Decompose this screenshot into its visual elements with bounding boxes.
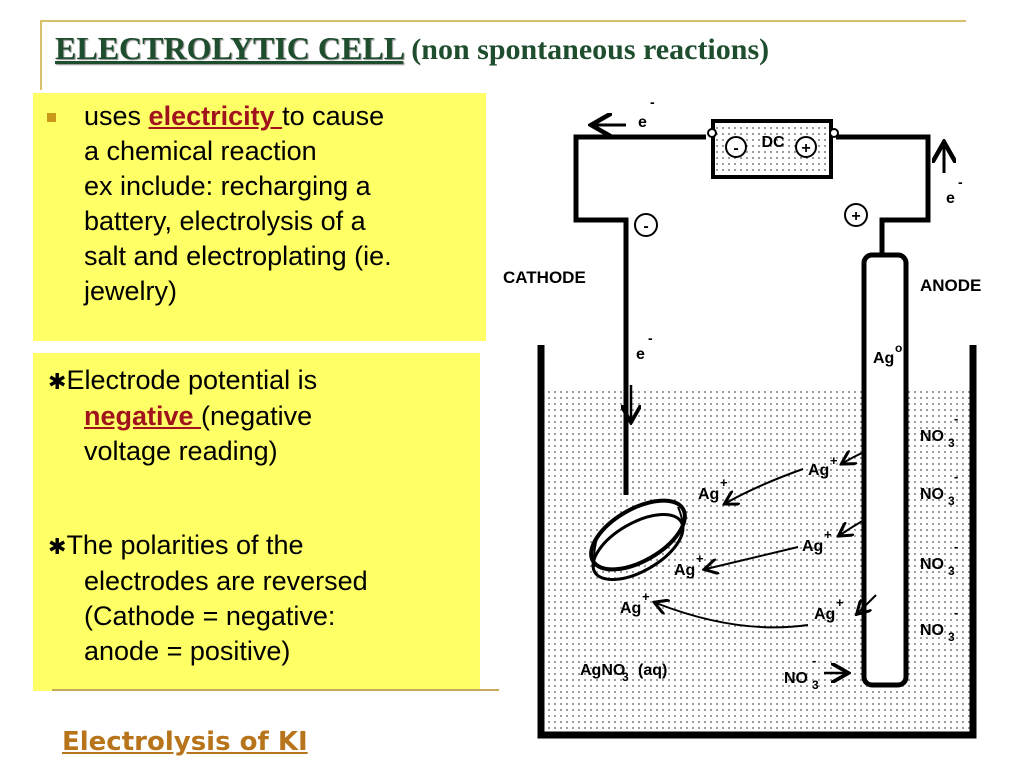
nitrate-subscript: 3 [948,436,955,450]
def-line: jewelry) [84,276,178,306]
cathode-wire [573,134,706,495]
ion-charge: + [696,551,704,566]
nitrate-charge: - [954,539,958,554]
silver-ion-label: Ag [802,538,823,555]
nitrate-charge: - [954,605,958,620]
keyword-electricity: electricity [148,101,283,131]
ion-charge: + [720,475,728,490]
cathode-sign: - [643,218,648,235]
nitrate-charge: - [954,469,958,484]
ion-charge: + [836,595,844,610]
asterisk-bullet-icon: ✱ [48,534,67,559]
ion-arrow-icon [843,452,865,463]
electrolysis-ki-link[interactable]: Electrolysis of KI [62,727,308,757]
ion-arrow-icon [706,546,799,569]
terminal [707,128,717,138]
def-line1-post: to cause [282,101,385,131]
electrolytic-cell-diagram: - DC + e - e - - + CATHODE ANODE e - Ag … [503,95,981,739]
silver-ion-label: Ag [698,486,719,503]
ion-arrow-icon [858,594,877,613]
nitrate-subscript: 3 [948,630,955,644]
ion-charge: + [642,589,650,604]
nitrate-charge: - [812,653,816,668]
electron-label: e [638,114,647,131]
electron-charge: - [650,95,655,110]
electron-label: e [946,190,955,207]
definition-text: uses electricity to cause a chemical rea… [84,99,392,309]
definition-box [33,93,486,341]
nitrate-label: NO [920,486,944,503]
title-main: ELECTROLYTIC CELL [55,30,404,66]
ion-arrow-icon [656,603,809,629]
beaker [537,345,977,739]
def-line: battery, electrolysis of a [84,206,366,236]
solution-label: AgNO [580,662,625,679]
polarity-line: electrodes are reversed [84,566,368,596]
keyword-negative: negative [84,401,202,431]
electron-label: e [636,346,645,363]
dc-plus-label: + [801,140,810,157]
nitrate-label: NO [784,670,808,687]
dc-label: DC [761,134,785,151]
nitrate-label: NO [920,622,944,639]
title-rule-top [40,20,966,22]
potential-line2-post: (negative [201,401,313,431]
property-polarity: ✱The polarities of the electrodes are re… [48,528,368,669]
ion-charge: + [824,527,832,542]
property-potential: ✱Electrode potential is negative (negati… [48,363,317,469]
box-underline [52,689,499,691]
nitrate-charge: - [954,411,958,426]
electron-charge: - [648,330,653,346]
silver-ion-label: Ag [808,462,829,479]
nitrate-subscript: 3 [948,564,955,578]
polarity-line: anode = positive) [84,636,291,666]
potential-line1: Electrode potential is [66,365,318,395]
silver-metal-label: Ag [873,350,894,367]
slide-title: ELECTROLYTIC CELL (non spontaneous react… [55,30,769,67]
ion-arrow-icon [840,519,865,535]
anode-label: ANODE [920,276,981,295]
def-line1-pre: uses [84,101,149,131]
ion-arrow-icon [726,468,804,503]
silver-oxidation-state: o [895,341,902,355]
def-line: a chemical reaction [84,136,317,166]
square-bullet-icon [47,113,56,122]
positive-terminal-icon [795,136,817,158]
nitrate-label: NO [920,556,944,573]
cathode-negative-icon [634,213,658,237]
potential-line3: voltage reading) [84,436,278,466]
silver-ion-label: Ag [674,562,695,579]
silver-ion-label: Ag [620,600,641,617]
ion-charge: + [830,453,838,468]
def-line: salt and electroplating (ie. [84,241,392,271]
anode-wire [836,134,931,255]
title-subtitle: (non spontaneous reactions) [411,33,770,66]
terminal [829,128,839,138]
cathode-ring [589,498,687,582]
title-rule-left [40,20,42,90]
anode-positive-icon [844,203,868,227]
nitrate-label: NO [920,428,944,445]
solution-subscript: 3 [622,670,629,684]
properties-box [33,353,480,691]
asterisk-bullet-icon: ✱ [48,369,67,394]
solution-state: (aq) [638,662,667,679]
electron-charge: - [958,174,963,190]
dc-minus-label: - [733,140,738,157]
negative-terminal-icon [725,136,747,158]
anode-sign: + [851,208,860,225]
nitrate-subscript: 3 [948,494,955,508]
def-line: ex include: recharging a [84,171,371,201]
silver-ion-label: Ag [814,606,835,623]
nitrate-subscript: 3 [812,678,819,692]
anode-rod [861,252,909,688]
polarity-line: (Cathode = negative: [84,601,336,631]
polarity-line: The polarities of the [66,530,304,560]
cathode-label: CATHODE [503,268,586,287]
